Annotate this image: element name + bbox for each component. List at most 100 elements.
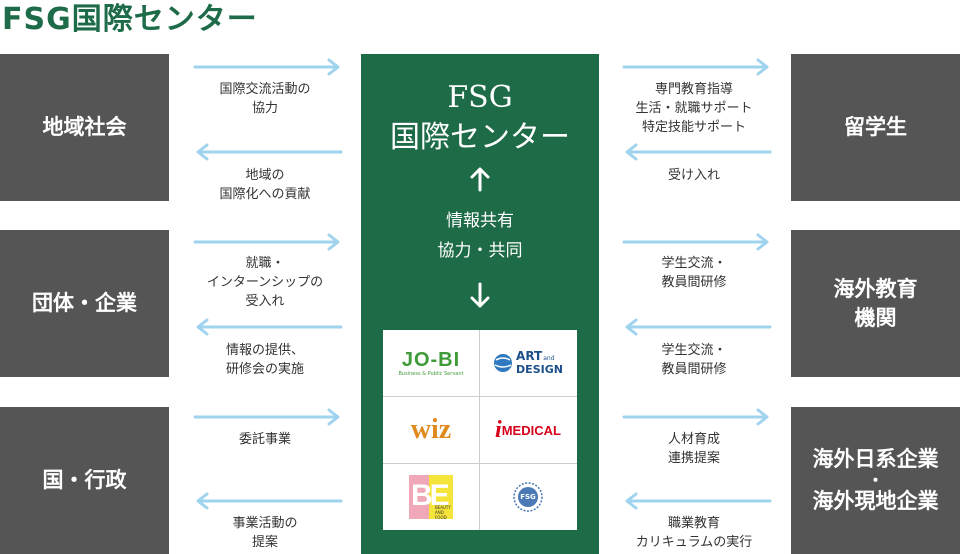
logo-imedical-i: i xyxy=(495,417,502,443)
label-business-proposal: 事業活動の 提案 xyxy=(190,514,340,552)
label-line: 人材育成 xyxy=(667,432,720,447)
logo-jobi-text: JO-BI xyxy=(401,348,461,371)
logo-wiz-text: wiz xyxy=(410,414,452,445)
logo-fsg-seal[interactable]: FSG xyxy=(480,464,576,530)
label-line: 受入れ xyxy=(245,294,285,309)
label-line: 情報の提供、 xyxy=(225,343,304,358)
box-community-label: 地域社会 xyxy=(42,115,127,140)
arrow-left-icon xyxy=(625,492,772,510)
logo-be-yellow xyxy=(429,475,453,519)
box-overseas-education: 海外教育 機関 xyxy=(791,230,960,377)
box-government-label: 国・行政 xyxy=(42,468,127,493)
page-title: FSG国際センター xyxy=(2,2,258,37)
logo-art-design[interactable]: ARTand DESIGN xyxy=(480,330,576,396)
box-overseas-education-line1: 海外教育 xyxy=(833,277,918,302)
arrow-left-icon xyxy=(196,318,343,336)
logo-be[interactable]: BE BEAUTY AND FOOD xyxy=(383,464,479,530)
label-line: 職業教育 xyxy=(667,516,720,531)
globe-icon xyxy=(494,354,513,372)
label-student-exchange-1: 学生交流・ 教員間研修 xyxy=(619,254,769,292)
box-overseas-companies-line1: 海外日系企業 xyxy=(812,447,939,472)
arrow-left-icon xyxy=(196,492,343,510)
logo-art-and: and xyxy=(543,355,555,362)
logo-art-design-text: ARTand DESIGN xyxy=(516,349,563,376)
logo-imedical[interactable]: i MEDICAL xyxy=(480,397,576,463)
label-line: 生活・就職サポート xyxy=(635,101,753,116)
arrow-up-icon xyxy=(470,167,490,192)
logo-be-mark: BE BEAUTY AND FOOD xyxy=(409,475,453,520)
grid-divider xyxy=(479,330,480,530)
label-line: 協力 xyxy=(251,101,278,116)
arrow-left-icon xyxy=(625,143,772,161)
box-organizations: 団体・企業 xyxy=(0,230,169,377)
logo-be-sub: BEAUTY AND FOOD xyxy=(435,505,451,520)
label-line: 国際交流活動の xyxy=(219,82,311,97)
label-line: 連携提案 xyxy=(667,451,720,466)
label-employment-internship: 就職・ インターンシップの 受入れ xyxy=(190,254,340,311)
box-overseas-companies: 海外日系企業 ・ 海外現地企業 xyxy=(791,407,960,554)
arrow-right-icon xyxy=(622,58,769,76)
label-line: 提案 xyxy=(251,535,278,550)
label-talent-development: 人材育成 連携提案 xyxy=(619,430,769,468)
grid-divider xyxy=(383,396,577,397)
arrow-right-icon xyxy=(193,233,340,251)
logo-art-word: ART xyxy=(516,349,543,363)
center-title-line1: FSG xyxy=(447,80,513,115)
logo-jobi-sub: Business & Public Servant xyxy=(398,370,464,377)
label-line: 地域の xyxy=(245,168,285,183)
label-line: 事業活動の xyxy=(232,516,298,531)
label-line: 学生交流・ xyxy=(661,256,727,271)
label-line: 受け入れ xyxy=(667,168,720,183)
logo-wiz[interactable]: wiz xyxy=(383,397,479,463)
seal-icon: FSG xyxy=(512,481,544,513)
label-line: カリキュラムの実行 xyxy=(635,535,753,550)
logo-art-line2: DESIGN xyxy=(516,363,563,376)
box-organizations-label: 団体・企業 xyxy=(32,291,137,316)
center-panel: FSG 国際センター 情報共有 協力・共同 JO-BI Business & P… xyxy=(361,54,599,554)
box-overseas-education-line2: 機関 xyxy=(854,305,897,330)
label-line: 教員間研修 xyxy=(661,362,727,377)
arrow-right-icon xyxy=(193,58,340,76)
logo-fsg-seal-text: FSG xyxy=(520,493,536,501)
label-regional-internationalization: 地域の 国際化への貢献 xyxy=(190,166,340,204)
label-specialized-education: 専門教育指導 生活・就職サポート 特定技能サポート xyxy=(619,80,769,137)
school-logos-grid: JO-BI Business & Public Servant ARTand D… xyxy=(383,330,577,530)
label-line: 学生交流・ xyxy=(661,343,727,358)
arrow-left-icon xyxy=(625,318,772,336)
label-line: 専門教育指導 xyxy=(654,82,733,97)
logo-jobi[interactable]: JO-BI Business & Public Servant xyxy=(383,330,479,396)
label-acceptance: 受け入れ xyxy=(619,166,769,185)
center-middle-line2: 協力・共同 xyxy=(437,241,523,261)
grid-divider xyxy=(383,463,577,464)
label-student-exchange-2: 学生交流・ 教員間研修 xyxy=(619,341,769,379)
center-middle-line1: 情報共有 xyxy=(446,211,514,231)
label-line: インターンシップの xyxy=(206,275,324,290)
center-middle-text: 情報共有 協力・共同 xyxy=(361,206,599,266)
label-international-exchange: 国際交流活動の 協力 xyxy=(190,80,340,118)
logo-imedical-text: MEDICAL xyxy=(501,422,561,438)
label-information-training: 情報の提供、 研修会の実施 xyxy=(190,341,340,379)
label-line: 教員間研修 xyxy=(661,275,727,290)
arrow-down-icon xyxy=(470,282,490,308)
logo-be-pink xyxy=(409,475,431,519)
box-overseas-companies-line2: 海外現地企業 xyxy=(812,488,939,513)
label-line: 研修会の実施 xyxy=(225,362,304,377)
label-commissioned-projects: 委託事業 xyxy=(190,430,340,449)
label-line: 就職・ xyxy=(245,256,285,271)
box-community: 地域社会 xyxy=(0,54,169,201)
arrow-right-icon xyxy=(193,408,340,426)
box-students: 留学生 xyxy=(791,54,960,201)
arrow-right-icon xyxy=(622,233,769,251)
label-line: 国際化への貢献 xyxy=(219,187,311,202)
arrow-left-icon xyxy=(196,143,343,161)
arrow-right-icon xyxy=(622,408,769,426)
seal-ring-icon xyxy=(513,482,543,512)
label-line: 委託事業 xyxy=(238,432,291,447)
label-vocational-curriculum: 職業教育 カリキュラムの実行 xyxy=(619,514,769,552)
label-line: 特定技能サポート xyxy=(641,120,746,135)
box-government: 国・行政 xyxy=(0,407,169,554)
logo-be-text: BE xyxy=(411,479,450,512)
box-students-label: 留学生 xyxy=(844,115,907,140)
center-title-line2: 国際センター xyxy=(390,120,570,155)
logo-art-line1: ARTand xyxy=(516,349,563,364)
